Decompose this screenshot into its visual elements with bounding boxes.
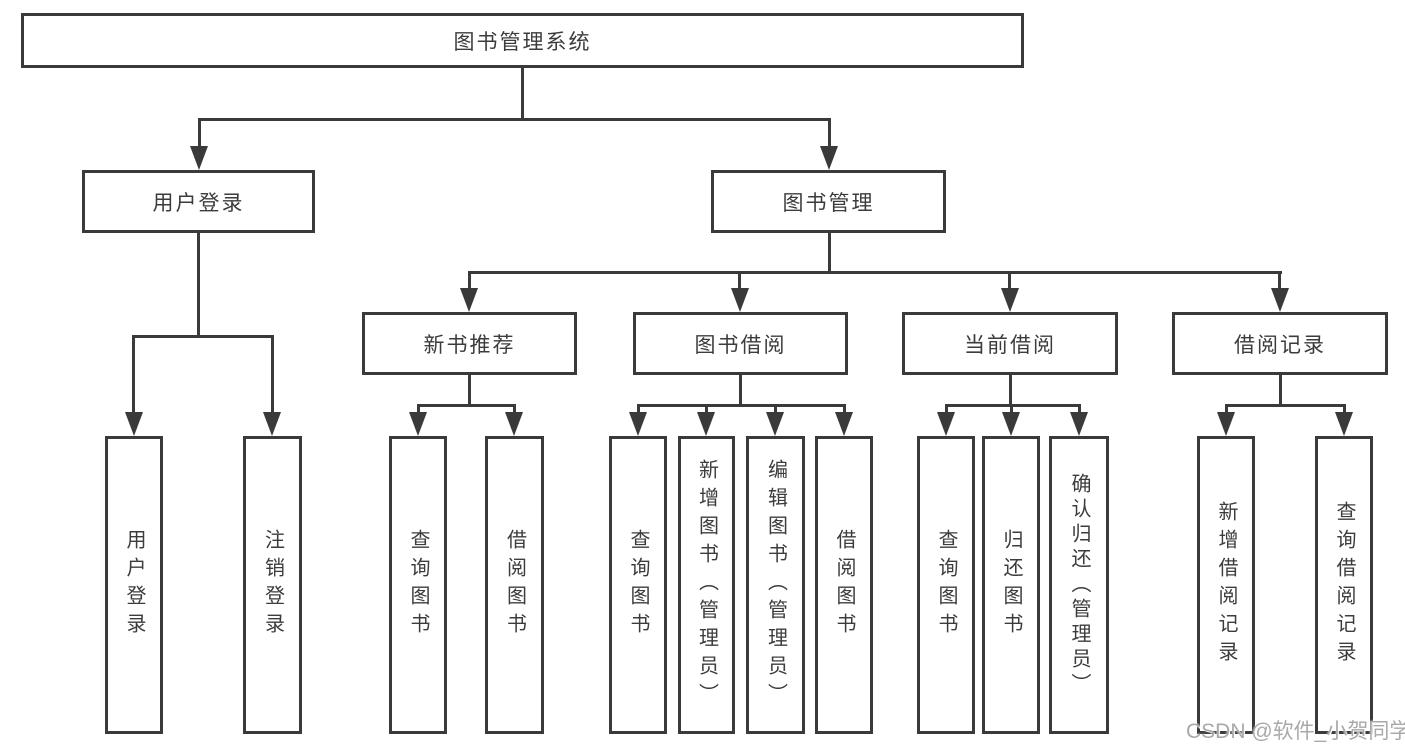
connector-line <box>945 404 948 414</box>
leaf-borrow-query-books: 查询图书 <box>609 436 667 734</box>
node-user-login: 用户登录 <box>82 170 315 233</box>
connector-line <box>521 68 524 120</box>
connector-line <box>468 271 1282 274</box>
connector-line <box>739 375 742 406</box>
connector-line <box>637 404 640 414</box>
arrow-down-icon <box>460 288 478 312</box>
connector-line <box>828 233 831 273</box>
connector-line <box>637 404 846 407</box>
leaf-record-add: 新增借阅记录 <box>1197 436 1255 734</box>
arrow-down-icon <box>766 412 784 436</box>
arrow-down-icon <box>820 146 838 170</box>
node-book-borrow-label: 图书借阅 <box>694 333 787 357</box>
connector-line <box>1279 375 1282 406</box>
node-borrow-record: 借阅记录 <box>1172 312 1388 375</box>
connector-line <box>828 118 831 146</box>
node-new-book-recommend: 新书推荐 <box>362 312 577 375</box>
connector-line <box>417 404 516 407</box>
connector-line <box>468 375 471 406</box>
arrow-down-icon <box>629 412 647 436</box>
arrow-down-icon <box>1271 288 1289 312</box>
node-book-borrow: 图书借阅 <box>633 312 848 375</box>
node-root-label: 图书管理系统 <box>453 30 592 54</box>
connector-line <box>1010 404 1013 414</box>
arrow-down-icon <box>1002 412 1020 436</box>
arrow-down-icon <box>835 412 853 436</box>
arrow-down-icon <box>1070 412 1088 436</box>
leaf-record-query-label: 查询借阅记录 <box>1333 501 1355 669</box>
leaf-current-query-books-label: 查询图书 <box>935 529 957 641</box>
leaf-current-confirm-return: 确认归还（管理员） <box>1049 436 1109 734</box>
arrow-down-icon <box>190 146 208 170</box>
arrow-down-icon <box>731 288 749 312</box>
connector-line <box>1225 404 1228 414</box>
connector-line <box>705 404 708 414</box>
arrow-down-icon <box>1335 412 1353 436</box>
leaf-current-query-books: 查询图书 <box>917 436 975 734</box>
connector-line <box>774 404 777 414</box>
node-root: 图书管理系统 <box>21 13 1024 68</box>
leaf-borrow-add-books: 新增图书（管理员） <box>678 436 735 734</box>
leaf-newbook-borrow-books-label: 借阅图书 <box>503 529 526 641</box>
leaf-borrow-borrow-books-label: 借阅图书 <box>833 529 855 641</box>
node-current-borrow-label: 当前借阅 <box>964 333 1056 357</box>
connector-line <box>1008 271 1011 290</box>
leaf-borrow-query-books-label: 查询图书 <box>627 529 649 641</box>
arrow-down-icon <box>1217 412 1235 436</box>
leaf-record-query: 查询借阅记录 <box>1315 436 1373 734</box>
arrow-down-icon <box>505 412 523 436</box>
leaf-newbook-borrow-books: 借阅图书 <box>485 436 544 734</box>
leaf-borrow-edit-books-label: 编辑图书（管理员） <box>764 459 787 711</box>
arrow-down-icon <box>263 412 281 436</box>
node-user-login-label: 用户登录 <box>152 191 245 215</box>
leaf-newbook-query-books-label: 查询图书 <box>407 529 429 641</box>
arrow-down-icon <box>409 412 427 436</box>
connector-line <box>1009 375 1012 406</box>
arrow-down-icon <box>1001 288 1019 312</box>
leaf-newbook-query-books: 查询图书 <box>389 436 447 734</box>
arrow-down-icon <box>697 412 715 436</box>
connector-line <box>468 271 471 290</box>
connector-line <box>1343 404 1346 414</box>
connector-line <box>843 404 846 414</box>
connector-line <box>132 335 135 414</box>
leaf-current-confirm-return-label: 确认归还（管理员） <box>1068 472 1090 698</box>
connector-line <box>1225 404 1346 407</box>
node-borrow-record-label: 借阅记录 <box>1234 333 1326 357</box>
leaf-borrow-add-books-label: 新增图书（管理员） <box>695 459 718 711</box>
leaf-user-login-label: 用户登录 <box>123 529 145 641</box>
arrow-down-icon <box>125 412 143 436</box>
connector-line <box>197 233 200 337</box>
connector-line <box>198 118 831 121</box>
connector-line <box>133 335 274 338</box>
node-current-borrow: 当前借阅 <box>902 312 1118 375</box>
connector-line <box>513 404 516 414</box>
connector-line <box>417 404 420 414</box>
csdn-watermark: CSDN @软件_小贺同学 <box>1186 720 1405 743</box>
node-new-book-recommend-label: 新书推荐 <box>423 333 516 357</box>
leaf-current-return-books: 归还图书 <box>982 436 1040 734</box>
connector-line <box>271 335 274 414</box>
leaf-logout: 注销登录 <box>243 436 302 734</box>
leaf-user-login: 用户登录 <box>105 436 163 734</box>
leaf-logout-label: 注销登录 <box>261 529 284 641</box>
node-book-management-label: 图书管理 <box>782 191 875 215</box>
connector-line <box>198 118 201 146</box>
connector-line <box>738 271 741 290</box>
leaf-current-return-books-label: 归还图书 <box>1000 529 1022 641</box>
arrow-down-icon <box>937 412 955 436</box>
leaf-borrow-edit-books: 编辑图书（管理员） <box>746 436 805 734</box>
leaf-record-add-label: 新增借阅记录 <box>1215 501 1237 669</box>
node-book-management: 图书管理 <box>711 170 946 233</box>
leaf-borrow-borrow-books: 借阅图书 <box>815 436 873 734</box>
connector-line <box>1078 404 1081 414</box>
connector-line <box>1278 271 1281 290</box>
